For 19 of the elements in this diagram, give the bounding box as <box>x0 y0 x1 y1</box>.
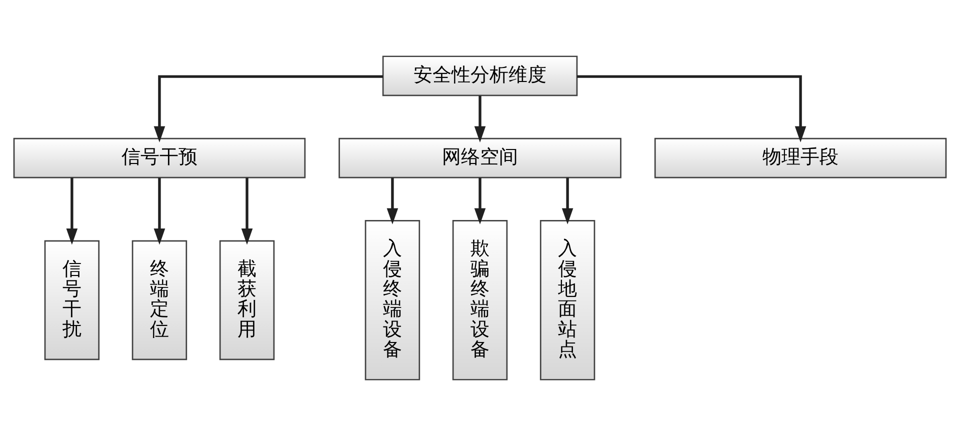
node-box: 终端定位 <box>132 240 188 360</box>
arrow <box>474 96 486 142</box>
arrow <box>241 178 253 245</box>
arrow <box>66 178 78 245</box>
arrow <box>154 75 383 142</box>
node-box: 物理手段 <box>654 138 947 178</box>
node-box: 截获利用 <box>219 240 275 360</box>
node-box: 信号干扰 <box>44 240 100 360</box>
arrow <box>474 178 486 224</box>
arrow <box>562 178 574 224</box>
node-box: 欺骗终端设备 <box>452 220 508 380</box>
node-box: 入侵地面站点 <box>540 220 596 380</box>
node-box: 信号干预 <box>13 138 306 178</box>
arrow <box>386 178 398 224</box>
arrow <box>154 178 166 245</box>
node-box: 入侵终端设备 <box>364 220 420 380</box>
arrow <box>577 75 806 142</box>
node-box: 安全性分析维度 <box>382 56 578 96</box>
node-box: 网络空间 <box>338 138 622 178</box>
